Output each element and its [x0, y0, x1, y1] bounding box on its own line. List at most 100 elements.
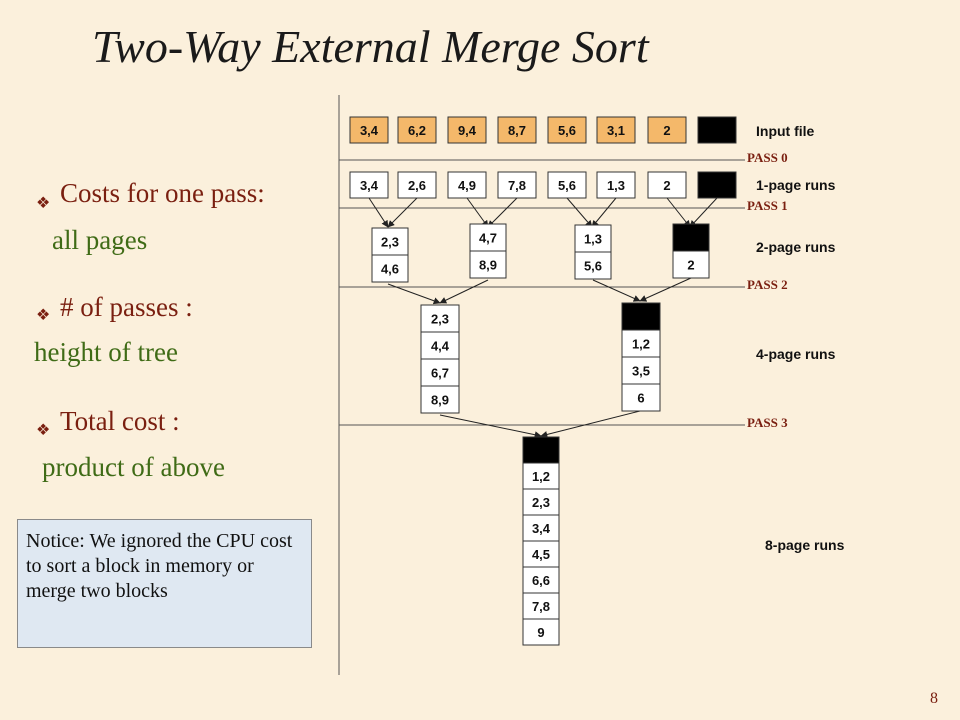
page-cell — [574, 224, 612, 253]
page-value: 1,2 — [632, 337, 650, 352]
bullet-icon: ❖ — [36, 195, 51, 212]
page-value: 1,3 — [584, 232, 602, 247]
page-value: 9,4 — [458, 123, 477, 138]
page-value: 2,3 — [532, 495, 550, 510]
merge-arrow — [689, 197, 718, 228]
page-value: 2 — [663, 123, 670, 138]
bullet-1-line2: all pages — [52, 225, 148, 255]
empty-page-cell — [697, 116, 737, 144]
page-value: 4,4 — [431, 339, 450, 354]
page-cell — [522, 618, 560, 646]
page-cell — [621, 383, 661, 412]
merge-arrow — [591, 197, 617, 228]
merge-arrow — [387, 283, 441, 305]
page-value: 1,2 — [532, 469, 550, 484]
page-value: 8,9 — [431, 393, 449, 408]
run-label-3: 4-page runs — [756, 346, 836, 362]
page-value: 3,1 — [607, 123, 625, 138]
page-cell — [621, 329, 661, 358]
notice-box: Notice: We ignored the CPU cost to sort … — [17, 519, 312, 648]
page-cell — [522, 488, 560, 516]
page-value: 3,4 — [360, 178, 379, 193]
page-cell — [469, 250, 507, 279]
run-label-0: Input file — [756, 123, 815, 139]
page-value: 6,6 — [532, 573, 550, 588]
pass-label-1: PASS 1 — [747, 198, 788, 213]
page-cell — [349, 116, 389, 144]
bullet-3-line1: Total cost : — [60, 406, 180, 436]
merge-arrow — [639, 277, 692, 302]
page-value: 2,3 — [381, 235, 399, 250]
page-value: 2 — [663, 178, 670, 193]
page-value: 6,7 — [431, 366, 449, 381]
run-label-2: 2-page runs — [756, 239, 836, 255]
page-value: 5,6 — [584, 259, 602, 274]
page-value: 2 — [687, 258, 694, 273]
page-value: 3,4 — [532, 521, 551, 536]
merge-arrow — [666, 197, 691, 228]
page-value: 1,3 — [607, 178, 625, 193]
page-value: 4,9 — [458, 178, 476, 193]
page-value: 8,7 — [508, 123, 526, 138]
page-value: 3,5 — [632, 364, 650, 379]
page-value: 7,8 — [532, 599, 550, 614]
empty-page-cell — [697, 171, 737, 199]
bullet-icon: ❖ — [36, 307, 51, 324]
merge-arrow — [540, 410, 641, 438]
merge-arrow — [439, 279, 489, 304]
page-cell — [647, 116, 687, 144]
bullet-2-line2: height of tree — [34, 337, 178, 367]
page-value: 6,2 — [408, 123, 426, 138]
page-value: 5,6 — [558, 178, 576, 193]
page-cell — [547, 171, 587, 199]
merge-arrow — [566, 197, 593, 228]
page-value: 3,4 — [360, 123, 379, 138]
page-cell — [522, 540, 560, 568]
page-cell — [672, 250, 710, 279]
page-value: 8,9 — [479, 258, 497, 273]
empty-page-cell — [672, 223, 710, 252]
page-cell — [349, 171, 389, 199]
merge-arrow — [368, 197, 389, 228]
merge-arrow — [592, 279, 641, 302]
page-value: 7,8 — [508, 178, 526, 193]
page-value: 2,6 — [408, 178, 426, 193]
page-cell — [497, 116, 537, 144]
page-value: 4,5 — [532, 547, 550, 562]
empty-page-cell — [522, 436, 560, 464]
page-cell — [621, 356, 661, 385]
page-cell — [596, 116, 636, 144]
pass-label-0: PASS 0 — [747, 150, 788, 165]
bullet-2-line1: # of passes : — [60, 292, 193, 322]
pass-label-2: PASS 2 — [747, 277, 788, 292]
page-cell — [420, 358, 460, 387]
page-cell — [420, 385, 460, 414]
pass-label-3: PASS 3 — [747, 415, 788, 430]
page-cell — [596, 171, 636, 199]
page-value: 2,3 — [431, 312, 449, 327]
page-cell — [522, 514, 560, 542]
page-value: 4,6 — [381, 262, 399, 277]
bullet-3-line2: product of above — [42, 452, 225, 482]
empty-page-cell — [621, 302, 661, 331]
merge-arrow — [487, 197, 518, 228]
slide-title: Two-Way External Merge Sort — [92, 21, 649, 72]
page-cell — [447, 171, 487, 199]
page-cell — [647, 171, 687, 199]
page-value: 5,6 — [558, 123, 576, 138]
merge-arrow — [466, 197, 489, 228]
page-cell — [371, 227, 409, 256]
page-cell — [547, 116, 587, 144]
run-label-1: 1-page runs — [756, 177, 836, 193]
page-cell — [469, 223, 507, 252]
page-cell — [497, 171, 537, 199]
page-cell — [371, 254, 409, 283]
merge-arrow — [439, 414, 542, 439]
page-cell — [574, 251, 612, 280]
page-value: 6 — [637, 391, 644, 406]
page-value: 9 — [537, 625, 544, 640]
run-label-4: 8-page runs — [765, 537, 845, 553]
merge-arrow — [387, 197, 418, 228]
page-cell — [397, 171, 437, 199]
